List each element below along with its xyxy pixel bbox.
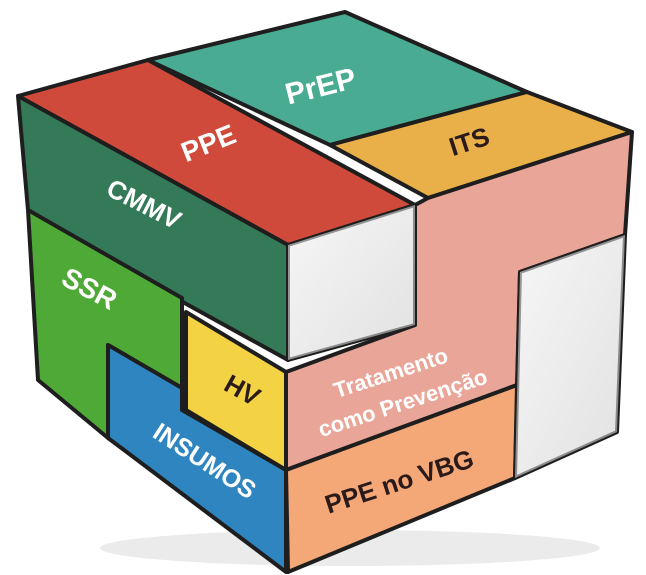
empty-slot-right-shade <box>515 235 625 478</box>
cmmv-block <box>16 94 290 362</box>
empty-slot-upper-shade <box>288 205 415 360</box>
